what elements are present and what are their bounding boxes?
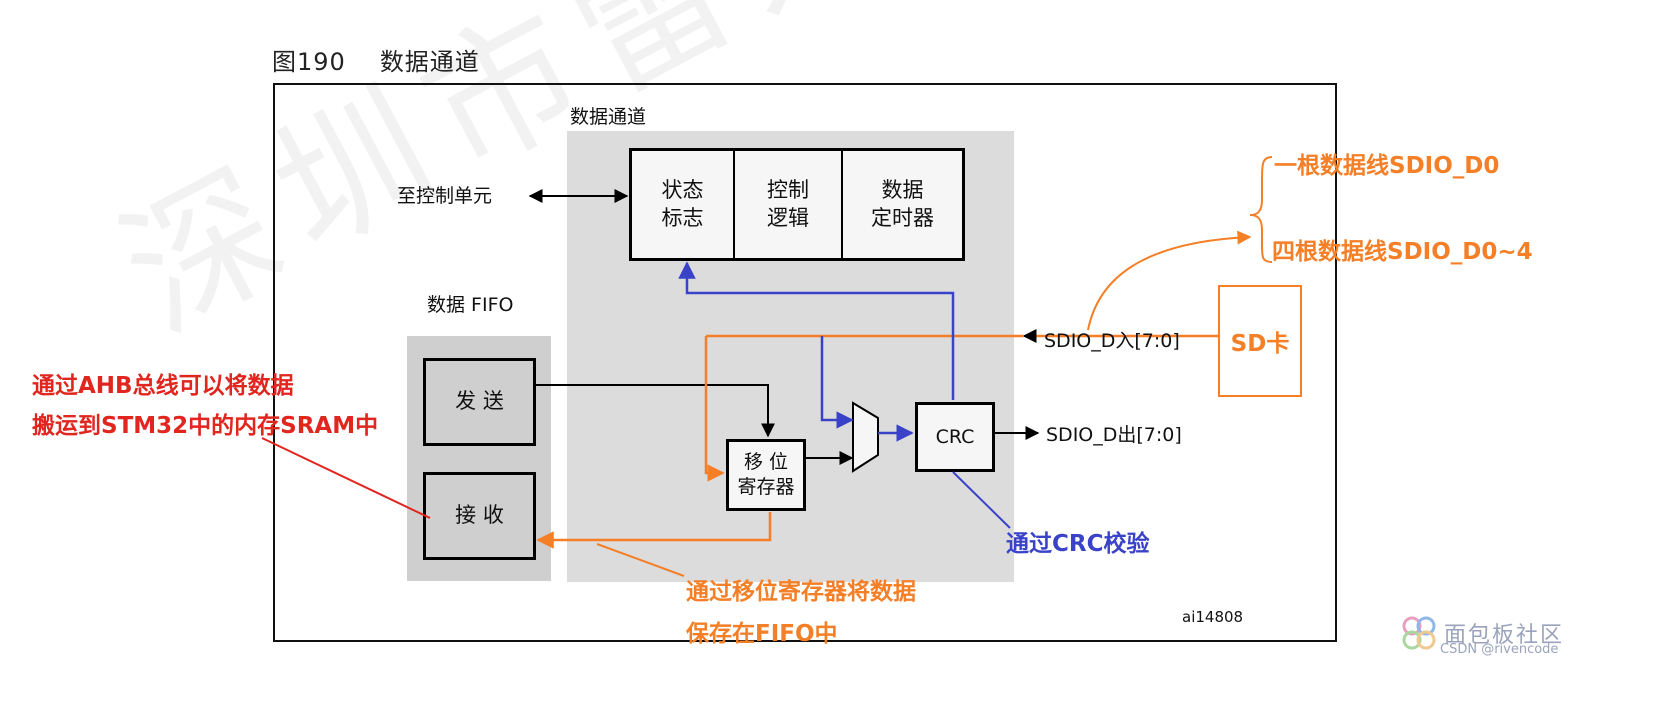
crc-block: CRC — [915, 402, 995, 472]
logo-text: 面包板社区 — [1444, 623, 1565, 648]
mux-symbol — [852, 401, 879, 473]
one-line-annotation: 一根数据线SDIO_D0 — [1274, 153, 1500, 179]
ahb-annotation-line2: 搬运到STM32中的内存SRAM中 — [32, 413, 379, 439]
send-to-shift-line — [536, 384, 775, 438]
data-line-brace — [1249, 156, 1273, 263]
sdio-in-label: SDIO_D入[7:0] — [1044, 330, 1180, 352]
shift-save-pointer-line — [596, 543, 685, 577]
diagram-frame — [273, 83, 1337, 642]
sd-to-brace-curve — [1087, 230, 1252, 331]
data-path-label: 数据通道 — [570, 106, 647, 128]
data-timer-block: 数据 定时器 — [841, 148, 965, 261]
to-control-label: 至控制单元 — [397, 185, 493, 207]
shift-save-annotation-line1: 通过移位寄存器将数据 — [686, 579, 916, 605]
sdio-out-label: SDIO_D出[7:0] — [1046, 424, 1182, 446]
fifo-title-label: 数据 FIFO — [427, 294, 514, 316]
logo-icon — [1402, 616, 1436, 650]
shift-to-receive-line — [536, 512, 772, 549]
crc-annotation: 通过CRC校验 — [1006, 531, 1150, 557]
community-logo: 面包板社区 — [1400, 614, 1564, 652]
crc-to-status-line — [678, 261, 955, 400]
ahb-pointer-line — [261, 437, 431, 519]
csdn-credit: CSDN @rivencode — [1440, 642, 1559, 657]
crc-pointer-line — [952, 471, 1011, 529]
sd-card-box: SD卡 — [1218, 285, 1302, 397]
figure-id-label: ai14808 — [1182, 608, 1244, 626]
shift-save-annotation-line2: 保存在FIFO中 — [686, 621, 838, 647]
figure-caption: 图190 数据通道 — [272, 42, 480, 77]
figure-name: 数据通道 — [379, 48, 480, 76]
sdio-to-shift-line — [704, 336, 725, 482]
four-lines-annotation: 四根数据线SDIO_D0~4 — [1272, 239, 1533, 265]
shift-register-block: 移 位 寄存器 — [726, 439, 806, 511]
control-logic-block: 控制 逻辑 — [733, 148, 843, 261]
send-block: 发 送 — [423, 358, 536, 446]
input-to-mux-line — [820, 336, 854, 429]
figure-number: 图190 — [272, 48, 346, 76]
ahb-annotation-line1: 通过AHB总线可以将数据 — [32, 373, 294, 399]
